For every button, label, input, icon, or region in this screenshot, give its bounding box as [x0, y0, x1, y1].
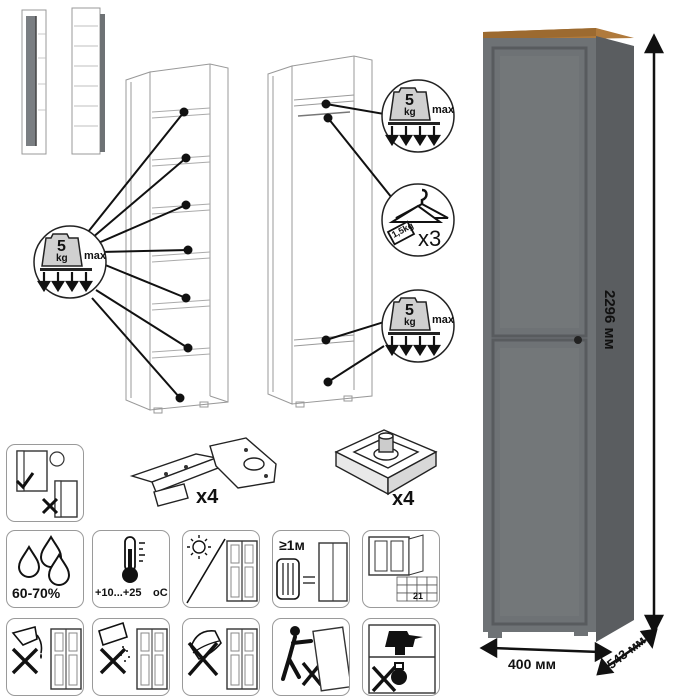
load-unit: kg: [56, 253, 68, 264]
no-heavy-items-icon-box: [362, 618, 440, 696]
height-dimension: 2296 мм: [601, 290, 618, 350]
no-tipping-icon-box: [272, 618, 350, 696]
no-abrasive-icon-box: [182, 618, 260, 696]
weight-icon: [381, 79, 455, 153]
heater-distance-icon-box: ≥1м: [272, 530, 350, 608]
grid-number: 21: [413, 591, 424, 601]
wardrobe-thumb-closed: [21, 9, 47, 155]
no-scrubbing-icon: [187, 628, 258, 690]
hinge-icon: [129, 437, 277, 507]
foot-count: x4: [392, 488, 415, 510]
hinge-count: x4: [196, 486, 219, 508]
bottom-shelf-load-badge: 5 kg max: [378, 288, 478, 368]
temperature-unit: oC: [153, 587, 168, 599]
load-unit: kg: [404, 107, 416, 118]
shelves-drawing: [125, 63, 229, 414]
load-max: max: [432, 314, 455, 326]
cabinet-grid-icon: [368, 534, 438, 602]
load-weight: 5: [405, 302, 414, 319]
temperature-icon-box: +10...+25 oC: [92, 530, 170, 608]
load-unit: kg: [404, 317, 416, 328]
no-powder-icon: [98, 621, 168, 690]
shelf-load-badge: 5 kg max: [30, 224, 130, 304]
temperature-value: +10...+25: [95, 587, 142, 599]
top-shelf-load-badge: 5 kg max: [378, 78, 478, 158]
no-chemicals-icon-box: [92, 618, 170, 696]
humidity-icon: [17, 535, 71, 586]
shelf-layout-icon-box: 21: [362, 530, 440, 608]
hanger-load-badge: 1,5kg x3: [380, 182, 460, 262]
no-push-icon: [281, 626, 349, 692]
thermometer-icon: [122, 536, 145, 583]
weight-icon: [381, 289, 455, 363]
sunlight-icon: [186, 535, 258, 604]
distance-value: ≥1м: [279, 537, 305, 553]
door-reversible-icon: [15, 450, 78, 518]
no-water-icon-box: [6, 618, 84, 696]
door-reversible-icon-box: [6, 444, 84, 522]
hanger-icon: [381, 183, 455, 257]
load-max: max: [432, 104, 455, 116]
humidity-icon-box: 60-70%: [6, 530, 84, 608]
no-heavy-load-icon: [368, 624, 436, 694]
hanger-count: x3: [418, 226, 442, 251]
load-weight: 5: [57, 238, 66, 255]
heater-distance-icon: [276, 542, 348, 602]
load-weight: 5: [405, 92, 414, 109]
hanging-rail-drawing: [267, 55, 373, 408]
wardrobe-illustration: [483, 28, 634, 642]
adjustable-foot-icon: [334, 429, 438, 496]
load-max: max: [84, 250, 107, 262]
humidity-value: 60-70%: [12, 585, 61, 601]
dimension-lines: [479, 33, 665, 676]
width-dimension: 400 мм: [508, 656, 556, 672]
wardrobe-thumb-open: [71, 7, 105, 155]
no-liquid-icon: [11, 625, 82, 690]
weight-icon: [33, 225, 107, 299]
no-sunlight-icon-box: [182, 530, 260, 608]
